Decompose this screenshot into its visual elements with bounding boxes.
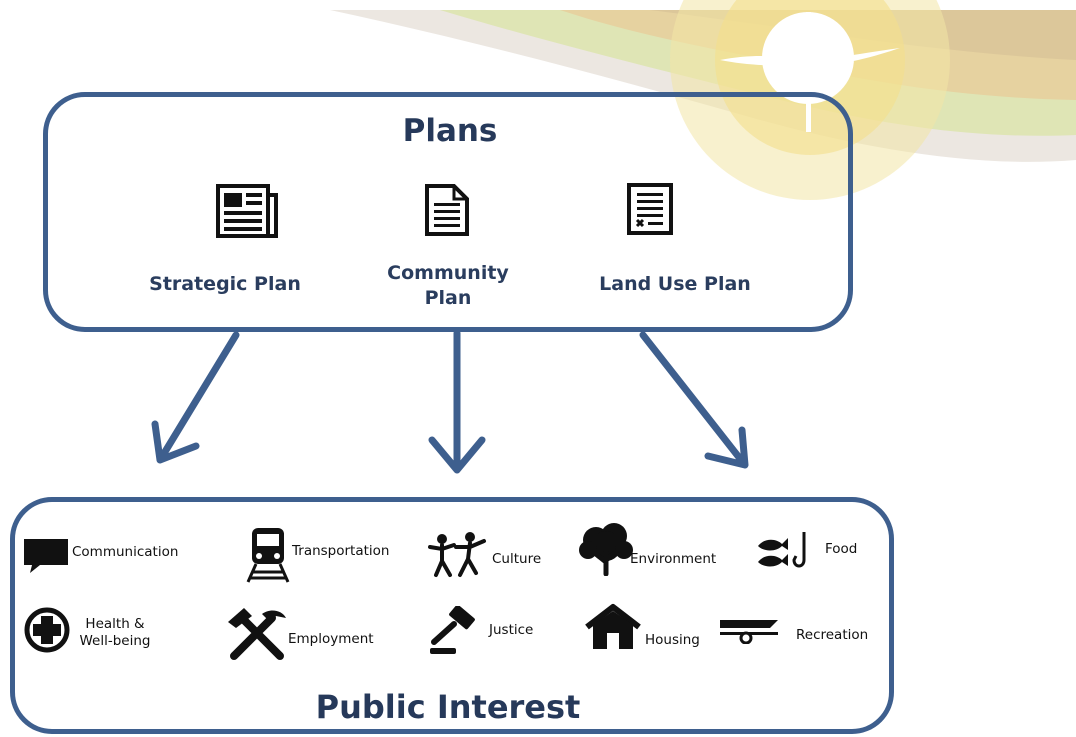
house-icon bbox=[585, 604, 641, 649]
food-label: Food bbox=[825, 541, 858, 557]
dancers-icon bbox=[428, 532, 486, 577]
strategic-plan-label: Strategic Plan bbox=[149, 273, 301, 295]
medical-cross-icon bbox=[24, 607, 70, 653]
hammer-pick-icon bbox=[228, 608, 286, 660]
gavel-icon bbox=[430, 606, 475, 654]
public-interest-container bbox=[10, 497, 894, 734]
communication-label: Communication bbox=[72, 544, 179, 560]
community-plan-label: Community Plan bbox=[350, 261, 546, 311]
tree-icon bbox=[579, 523, 633, 576]
health-label: Health & Well-being bbox=[76, 616, 154, 650]
form-icon bbox=[627, 183, 673, 235]
public-interest-title: Public Interest bbox=[315, 688, 581, 726]
train-icon bbox=[246, 528, 290, 583]
environment-label: Environment bbox=[630, 551, 717, 567]
justice-label: Justice bbox=[489, 622, 534, 638]
community-plan-label-line1: Community bbox=[387, 262, 509, 284]
community-plan-label-line2: Plan bbox=[424, 287, 472, 309]
fish-hook-icon bbox=[758, 532, 806, 568]
plans-container bbox=[43, 92, 853, 332]
housing-label: Housing bbox=[645, 632, 700, 648]
employment-label: Employment bbox=[288, 631, 374, 647]
land-use-plan-label: Land Use Plan bbox=[599, 273, 751, 295]
arrow-left bbox=[151, 331, 240, 464]
speech-bubble-icon bbox=[24, 539, 68, 573]
document-icon bbox=[425, 184, 469, 236]
culture-label: Culture bbox=[492, 551, 542, 567]
plans-title: Plans bbox=[402, 113, 498, 149]
health-label-line1: Health & bbox=[85, 616, 145, 632]
recreation-label: Recreation bbox=[796, 627, 869, 643]
arrow-center bbox=[428, 329, 486, 474]
newspaper-icon bbox=[216, 184, 278, 238]
arrow-right bbox=[639, 331, 749, 469]
boat-trailer-icon bbox=[720, 620, 778, 644]
health-label-line2: Well-being bbox=[79, 633, 151, 649]
transportation-label: Transportation bbox=[292, 543, 390, 559]
